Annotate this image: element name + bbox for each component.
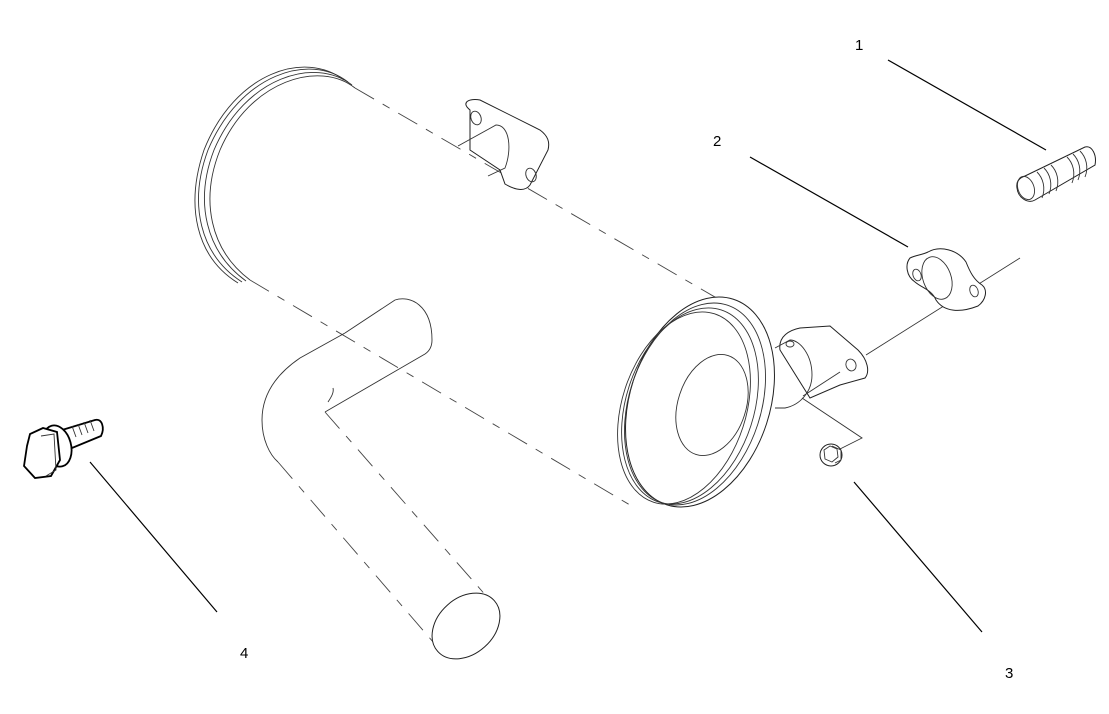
flange-nut [819,443,843,467]
muffler [194,66,775,508]
callout-4: 4 [240,645,249,662]
gasket [906,248,986,311]
leader-line-1 [887,59,1047,151]
leader-lines [89,59,1047,633]
stud [1016,146,1096,202]
leader-line-4 [89,461,218,613]
tailpipe [261,298,501,660]
callout-1: 1 [855,37,864,54]
callout-2: 2 [713,133,722,150]
leader-line-3 [853,481,983,633]
bolt [23,418,104,479]
outlet-flange [774,257,1021,451]
leader-line-2 [749,156,909,248]
callout-3: 3 [1005,665,1014,682]
